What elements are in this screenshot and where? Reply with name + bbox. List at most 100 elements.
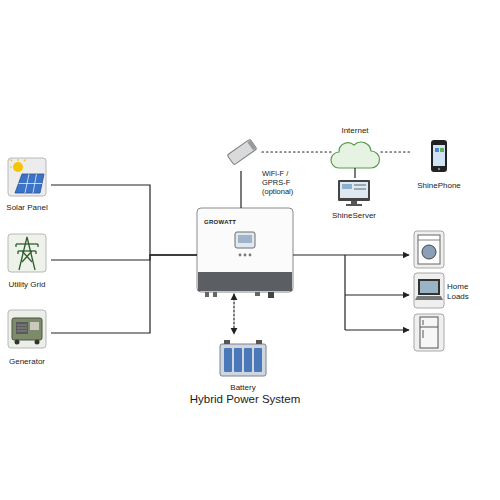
washing-machine-icon bbox=[414, 231, 444, 268]
smartphone-icon bbox=[440, 148, 444, 152]
wifi-module-icon bbox=[227, 139, 257, 165]
connector-line bbox=[293, 254, 409, 255]
solar-panel-icon bbox=[8, 158, 46, 196]
solar-panel-icon bbox=[15, 174, 44, 193]
refrigerator-icon bbox=[420, 317, 438, 348]
wifi-module-icon bbox=[247, 140, 256, 150]
generator-icon bbox=[17, 328, 27, 329]
utility-grid-icon bbox=[16, 243, 38, 244]
internet-cloud-icon bbox=[331, 142, 380, 168]
server-monitor-icon bbox=[351, 201, 357, 204]
utility-grid-icon bbox=[15, 244, 16, 247]
solar-panel-icon bbox=[33, 174, 37, 193]
node-label: WiFi-F / GPRS-F (optional) bbox=[262, 169, 306, 196]
connector-line bbox=[51, 255, 197, 333]
utility-grid-icon bbox=[18, 250, 36, 251]
refrigerator-icon bbox=[420, 327, 438, 328]
node-label: Home Loads bbox=[447, 282, 487, 301]
server-node: ShineServer bbox=[328, 178, 380, 220]
battery-icon bbox=[256, 340, 262, 344]
wifi-module-icon bbox=[227, 139, 257, 165]
node-label: Generator bbox=[9, 357, 45, 366]
connector-line bbox=[51, 185, 197, 255]
inverter-device bbox=[268, 292, 274, 298]
generator-icon bbox=[16, 322, 28, 334]
generator-icon bbox=[35, 340, 40, 345]
inverter-device bbox=[235, 232, 255, 248]
diagram-title: Hybrid Power System bbox=[145, 393, 345, 405]
inverter-device bbox=[239, 254, 242, 257]
battery-icon bbox=[220, 344, 266, 376]
utility-grid-icon bbox=[37, 244, 38, 247]
node-label: ShineServer bbox=[332, 211, 376, 220]
source-node: Solar Panel bbox=[3, 156, 51, 212]
smartphone-icon bbox=[438, 168, 440, 170]
load-branch-wire bbox=[344, 255, 345, 330]
inverter-device bbox=[238, 235, 252, 243]
generator-icon bbox=[8, 310, 46, 348]
node-label: Battery bbox=[230, 383, 255, 392]
generator-icon bbox=[17, 331, 27, 332]
washing-machine-icon bbox=[418, 235, 440, 264]
laptop-icon bbox=[420, 281, 438, 293]
washing-machine-icon bbox=[414, 231, 444, 268]
solar-panel-icon bbox=[11, 160, 13, 162]
server-monitor-icon bbox=[338, 180, 370, 201]
smartphone-icon bbox=[431, 140, 447, 172]
smartphone-icon bbox=[435, 148, 439, 152]
battery-node: Battery bbox=[214, 336, 272, 392]
connector-line bbox=[233, 294, 234, 334]
server-monitor-icon bbox=[338, 180, 370, 206]
solar-panel-icon bbox=[19, 183, 43, 184]
battery-icon bbox=[224, 348, 232, 372]
inverter-device bbox=[197, 208, 293, 298]
connector-line bbox=[262, 151, 331, 152]
solar-panel-icon bbox=[10, 166, 12, 167]
refrigerator-icon bbox=[423, 320, 424, 325]
load-branch-wire bbox=[345, 294, 409, 295]
refrigerator-icon bbox=[414, 314, 444, 351]
smartphone-icon bbox=[431, 140, 447, 172]
solar-panel-icon bbox=[24, 160, 26, 162]
cloud-node: Internet bbox=[331, 126, 379, 168]
battery-icon bbox=[234, 348, 242, 372]
server-monitor-icon bbox=[340, 182, 368, 198]
battery-icon bbox=[244, 348, 252, 372]
connector-line bbox=[240, 171, 241, 208]
server-monitor-icon bbox=[354, 184, 366, 186]
inverter-box: GROWATT bbox=[197, 208, 293, 292]
source-node: Utility Grid bbox=[3, 233, 51, 289]
generator-icon bbox=[12, 318, 42, 340]
battery-icon bbox=[224, 340, 230, 344]
source-node: Generator bbox=[3, 310, 51, 366]
washing-machine-icon bbox=[418, 240, 440, 241]
load-branch-wire bbox=[345, 255, 409, 330]
solar-panel-icon bbox=[17, 159, 18, 161]
solar-panel-icon bbox=[13, 162, 23, 172]
utility-grid-icon bbox=[35, 251, 36, 254]
utility-grid-icon bbox=[16, 237, 38, 270]
node-label: Utility Grid bbox=[9, 280, 46, 289]
inverter-device bbox=[255, 292, 260, 296]
refrigerator-icon bbox=[414, 314, 444, 351]
wifi-module-node: WiFi-F / GPRS-F (optional) bbox=[222, 133, 262, 171]
laptop-icon bbox=[414, 273, 444, 308]
utility-grid-icon bbox=[19, 237, 35, 270]
server-monitor-icon bbox=[354, 188, 366, 190]
inverter-device bbox=[205, 292, 209, 297]
laptop-icon bbox=[415, 296, 443, 300]
washing-machine-icon bbox=[422, 245, 436, 259]
connector-line bbox=[354, 168, 355, 178]
solar-panel-icon bbox=[25, 174, 29, 193]
utility-grid-icon bbox=[17, 251, 18, 254]
server-monitor-icon bbox=[346, 204, 362, 206]
generator-icon bbox=[8, 310, 46, 348]
connector-line bbox=[51, 255, 197, 260]
battery-icon bbox=[254, 348, 262, 372]
utility-grid-icon bbox=[8, 234, 46, 272]
node-label: Internet bbox=[341, 126, 368, 135]
inverter-device bbox=[198, 272, 292, 291]
